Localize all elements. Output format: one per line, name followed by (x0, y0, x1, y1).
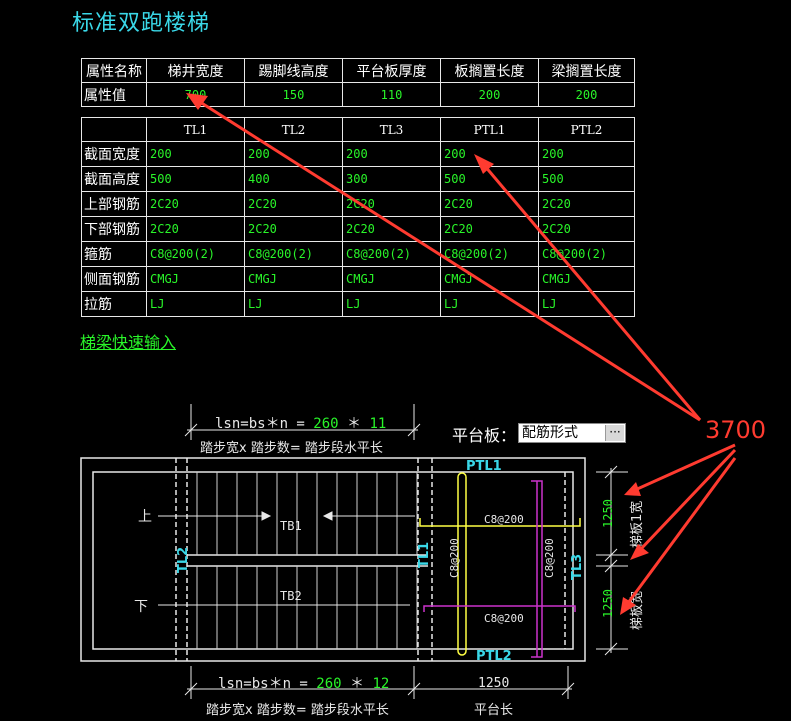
rebar-v1 (457, 472, 467, 656)
beam-cell[interactable]: 200 (146, 141, 245, 167)
beam-cell[interactable]: C8@200(2) (440, 241, 539, 267)
ptl1-label: PTL1 (466, 459, 502, 474)
table-row: 箍筋 C8@200(2) C8@200(2) C8@200(2) C8@200(… (81, 241, 635, 267)
prop-value-cell[interactable]: 150 (244, 82, 343, 107)
beam-cell[interactable]: 500 (146, 166, 245, 192)
tl1-label: TL1 (417, 542, 432, 568)
beam-cell[interactable]: C8@200(2) (244, 241, 343, 267)
prop-value-cell[interactable]: 110 (342, 82, 441, 107)
beam-row-label: 拉筋 (81, 291, 147, 317)
beam-cell[interactable]: 2C20 (146, 216, 245, 242)
table-row: 拉筋 LJ LJ LJ LJ LJ (81, 291, 635, 317)
beam-cell[interactable]: CMGJ (244, 266, 343, 292)
page-title: 标准双跑楼梯 (72, 11, 211, 36)
tl2-label: TL2 (176, 547, 191, 573)
prop-value-cell[interactable]: 200 (440, 82, 539, 107)
beam-cell[interactable]: LJ (244, 291, 343, 317)
svg-text:lsn=bs＊n = 260 ＊ 11: lsn=bs＊n = 260 ＊ 11 (215, 416, 386, 432)
rebar-v2 (531, 480, 543, 658)
property-table: 属性名称 梯井宽度 踢脚线高度 平台板厚度 板搁置长度 梁搁置长度 属性值 70… (81, 58, 635, 107)
top-step-width: 260 (313, 416, 338, 432)
tb2-label: TB2 (280, 589, 302, 603)
bottom-caption: 踏步宽x 踏步数= 踏步段水平长 (206, 702, 389, 718)
beam-cell[interactable]: 2C20 (538, 191, 635, 217)
beam-cell[interactable]: 2C20 (146, 191, 245, 217)
beam-cell[interactable]: LJ (342, 291, 441, 317)
prop-row-label: 属性值 (81, 82, 147, 107)
table-row: 截面高度 500 400 300 500 500 (81, 166, 635, 192)
prop-header-stairwell-width: 梯井宽度 (146, 58, 245, 83)
board1-width-label: 梯板1宽 (629, 501, 645, 548)
beam-cell[interactable]: 2C20 (244, 216, 343, 242)
bottom-step-width: 260 (316, 676, 341, 692)
tb1-label: TB1 (280, 519, 302, 533)
prop-header-name: 属性名称 (81, 58, 147, 83)
beam-cell[interactable]: 200 (342, 141, 441, 167)
rebar-h2 (423, 605, 576, 612)
dim-right-2: 1250 (601, 589, 615, 618)
svg-text:lsn=bs＊n = 260 ＊ 12: lsn=bs＊n = 260 ＊ 12 (218, 676, 389, 692)
platform-length-caption: 平台长 (474, 703, 513, 718)
prop-value-cell[interactable]: 200 (538, 82, 635, 107)
top-caption: 踏步宽x 踏步数= 踏步段水平长 (200, 440, 383, 456)
rebar-h2-label: C8@200 (484, 612, 524, 625)
ptl2-label: PTL2 (476, 649, 512, 664)
beam-cell[interactable]: 2C20 (244, 191, 343, 217)
beam-cell[interactable]: 200 (244, 141, 343, 167)
tl3-label: TL3 (570, 554, 585, 580)
annotation-arrow (482, 164, 702, 421)
up-label: 上 (138, 509, 152, 525)
platform-label: 平台板： (452, 426, 517, 445)
beam-cell[interactable]: CMGJ (342, 266, 441, 292)
beam-cell[interactable]: 2C20 (538, 216, 635, 242)
bottom-star: ＊ (342, 676, 373, 692)
top-formula-prefix: lsn=bs＊n = (215, 416, 313, 432)
annotation-arrow (199, 100, 701, 422)
ellipsis-button[interactable]: ··· (605, 425, 624, 441)
bottom-formula-prefix: lsn=bs＊n = (218, 676, 316, 692)
platform-length: 1250 (478, 676, 509, 691)
beam-corner (81, 117, 147, 142)
beam-cell[interactable]: LJ (538, 291, 635, 317)
inner-wall (92, 471, 574, 650)
board2-width-label: 梯板宽 (629, 591, 645, 630)
annotation-arrow (638, 448, 737, 552)
rebar-h1 (419, 518, 581, 527)
table-row: 上部钢筋 2C20 2C20 2C20 2C20 2C20 (81, 191, 635, 217)
beam-cell[interactable]: 300 (342, 166, 441, 192)
table-row: 截面宽度 200 200 200 200 200 (81, 141, 635, 167)
beam-cell[interactable]: 2C20 (342, 216, 441, 242)
platform-rebar-select[interactable]: 配筋形式 ··· (518, 423, 626, 443)
prop-header-beam-bearing: 梁搁置长度 (538, 58, 635, 83)
outer-wall (80, 457, 586, 662)
beam-quick-input-link[interactable]: 梯梁快速输入 (80, 333, 177, 352)
annotation-arrow (626, 457, 737, 604)
beam-col-header: TL2 (244, 117, 343, 142)
top-star: ＊ (339, 416, 370, 432)
annotation-value: 3700 (705, 416, 766, 444)
top-step-count: 11 (369, 416, 386, 432)
beam-row-label: 下部钢筋 (81, 216, 147, 242)
down-label: 下 (134, 599, 148, 615)
platform-rebar-value: 配筋形式 (522, 425, 578, 441)
rebar-v2-label: C8@200 (543, 538, 556, 578)
annotation-arrow (634, 443, 736, 492)
rebar-v1-label: C8@200 (448, 538, 461, 578)
beam-row-label: 截面宽度 (81, 141, 147, 167)
dim-right-1: 1250 (601, 499, 615, 528)
prop-header-slab-bearing: 板搁置长度 (440, 58, 539, 83)
bottom-step-count: 12 (372, 676, 389, 692)
rebar-h1-label: C8@200 (484, 513, 524, 526)
beam-table: TL1 TL2 TL3 PTL1 PTL2 截面宽度 200 200 200 2… (81, 117, 635, 317)
prop-header-skirting-height: 踢脚线高度 (244, 58, 343, 83)
